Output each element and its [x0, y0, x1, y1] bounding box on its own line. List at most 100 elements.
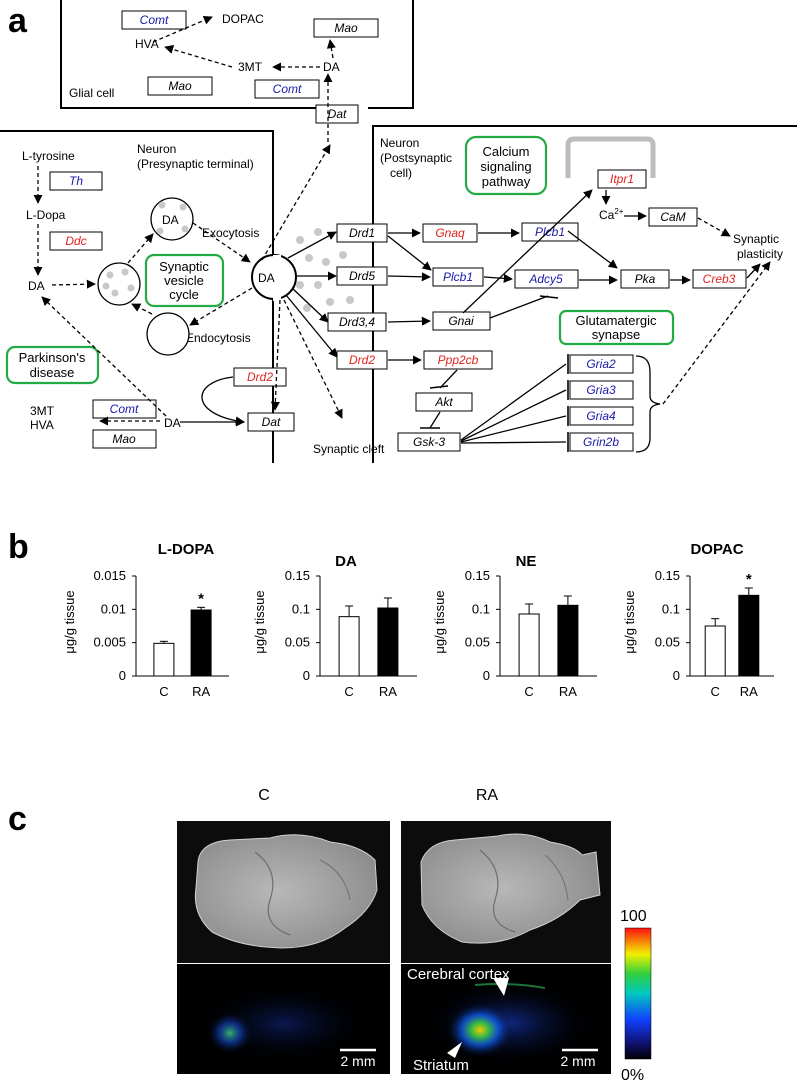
gene-dat: Dat [262, 415, 281, 429]
drd2-autoreceptor [180, 376, 245, 427]
gene-gria2: Gria2 [586, 357, 616, 371]
gene-plcb1: Plcb1 [535, 225, 565, 239]
ms-image-ra: Cerebral cortex Striatum 2 mm [401, 964, 611, 1074]
optical-image-ra [401, 821, 611, 963]
gene-drd1: Drd1 [349, 226, 375, 240]
y-axis-label: μg/g tissue [432, 590, 447, 653]
gene-mao: Mao [334, 21, 358, 35]
y-axis-label: μg/g tissue [622, 590, 637, 653]
metabolite-l-tyrosine: L-tyrosine [22, 149, 75, 163]
metabolite-da: DA [28, 279, 45, 293]
panel-label-a: a [8, 2, 28, 40]
presynaptic-arrows [33, 166, 253, 426]
postsynaptic-arrows [387, 189, 771, 453]
pathway-glutamatergic-synapse[interactable]: Glutamatergic synapse [558, 309, 675, 346]
synaptic-cleft: DA Synaptic cleft [251, 254, 385, 456]
x-tick-label: C [711, 684, 720, 699]
chart-title: DA [335, 553, 357, 570]
optical-image-control [177, 821, 390, 963]
gene-ppp2cb: Ppp2cb [438, 353, 479, 367]
y-axis-label: μg/g tissue [62, 590, 77, 653]
chart-title: DOPAC [690, 541, 743, 558]
svc-line2: vesicle [164, 273, 204, 288]
gene-akt: Akt [434, 395, 453, 409]
metabolite-hva: HVA [30, 418, 54, 432]
scale-bar-label: 2 mm [341, 1053, 376, 1069]
pathway-parkinsons-disease[interactable]: Parkinson's disease [5, 345, 100, 385]
gene-gnaq: Gnaq [435, 226, 465, 240]
vesicle-da: DA [162, 213, 179, 227]
panel-label-b: b [8, 528, 29, 566]
y-tick-label: 0.15 [285, 568, 310, 583]
significance-marker: * [746, 571, 752, 588]
pd-line1: Parkinson's [19, 350, 86, 365]
postsynaptic-labels: Neuron (Postsynaptic cell) Ca2+ Synaptic… [380, 136, 783, 261]
x-tick-label: RA [192, 684, 210, 699]
gene-drd5: Drd5 [349, 269, 375, 283]
y-tick-label: 0 [673, 668, 680, 683]
postsynaptic-genes: Drd1 Drd5 Drd3,4 Drd2 Gnaq Plcb1 Gnai Pp… [327, 169, 747, 452]
gene-mao: Mao [112, 432, 136, 446]
presynaptic-label: (Presynaptic terminal) [137, 157, 254, 171]
group-label-ra: RA [476, 787, 499, 804]
bar [377, 607, 399, 677]
y-tick-label: 0.1 [292, 601, 310, 616]
metabolite-da: DA [323, 60, 340, 74]
panel-label-c: c [8, 800, 27, 838]
y-tick-label: 0 [483, 668, 490, 683]
y-tick-label: 0.05 [285, 635, 310, 650]
metabolite-hva: HVA [135, 37, 159, 51]
calcium-ion: Ca2+ [599, 207, 624, 222]
y-tick-label: 0.15 [465, 568, 490, 583]
metabolite-3mt: 3MT [30, 404, 55, 418]
metabolite-dopac: DOPAC [222, 12, 264, 26]
cleft-da: DA [258, 271, 275, 285]
scale-bar-label: 2 mm [561, 1053, 596, 1069]
glu-line2: synapse [592, 327, 640, 342]
gene-drd3-4: Drd3,4 [339, 315, 375, 329]
glial-arrows [152, 16, 336, 142]
gene-dat: Dat [328, 107, 347, 121]
svc-line3: cycle [169, 287, 199, 302]
neuron-label: Neuron [137, 142, 176, 156]
y-tick-label: 0.005 [93, 635, 126, 650]
gene-ddc: Ddc [65, 234, 86, 248]
csp-line2: signaling [480, 159, 531, 174]
synaptic-plasticity-label-2: plasticity [737, 247, 783, 261]
arrowhead-cortex [493, 978, 509, 996]
glial-genes: Comt Mao Mao Comt Dat [121, 10, 379, 124]
cleft-arrows [261, 144, 343, 419]
y-tick-label: 0.15 [655, 568, 680, 583]
significance-marker: * [198, 590, 204, 607]
glu-line1: Glutamatergic [576, 313, 657, 328]
x-tick-label: RA [379, 684, 397, 699]
metabolite-l-dopa: L-Dopa [26, 208, 66, 222]
pathway-calcium-signaling[interactable]: Calcium signaling pathway [464, 135, 548, 196]
itpr1-channel [565, 136, 656, 178]
cell-label: cell) [390, 166, 412, 180]
y-tick-label: 0.05 [465, 635, 490, 650]
gene-gria4: Gria4 [586, 409, 616, 423]
gene-comt: Comt [110, 402, 139, 416]
bar [338, 616, 360, 677]
gene-itpr1: Itpr1 [610, 172, 634, 186]
cerebral-cortex-label: Cerebral cortex [407, 966, 510, 983]
y-tick-label: 0.01 [101, 601, 126, 616]
gene-creb3: Creb3 [703, 272, 736, 286]
csp-line1: Calcium [483, 144, 530, 159]
gene-adcy5: Adcy5 [528, 272, 563, 286]
colorbar-min: 0% [621, 1067, 644, 1084]
y-tick-label: 0.1 [472, 601, 490, 616]
pathway-synaptic-vesicle-cycle[interactable]: Synaptic vesicle cycle [144, 253, 225, 308]
colorbar-max: 100 [620, 908, 647, 925]
glial-cell [60, 0, 414, 109]
y-tick-label: 0 [303, 668, 310, 683]
gene-cam: CaM [660, 210, 685, 224]
gene-drd2: Drd2 [349, 353, 375, 367]
gene-comt: Comt [140, 13, 169, 27]
csp-line3: pathway [482, 174, 531, 189]
synaptic-plasticity-label: Synaptic [733, 232, 779, 246]
bar [153, 642, 175, 677]
